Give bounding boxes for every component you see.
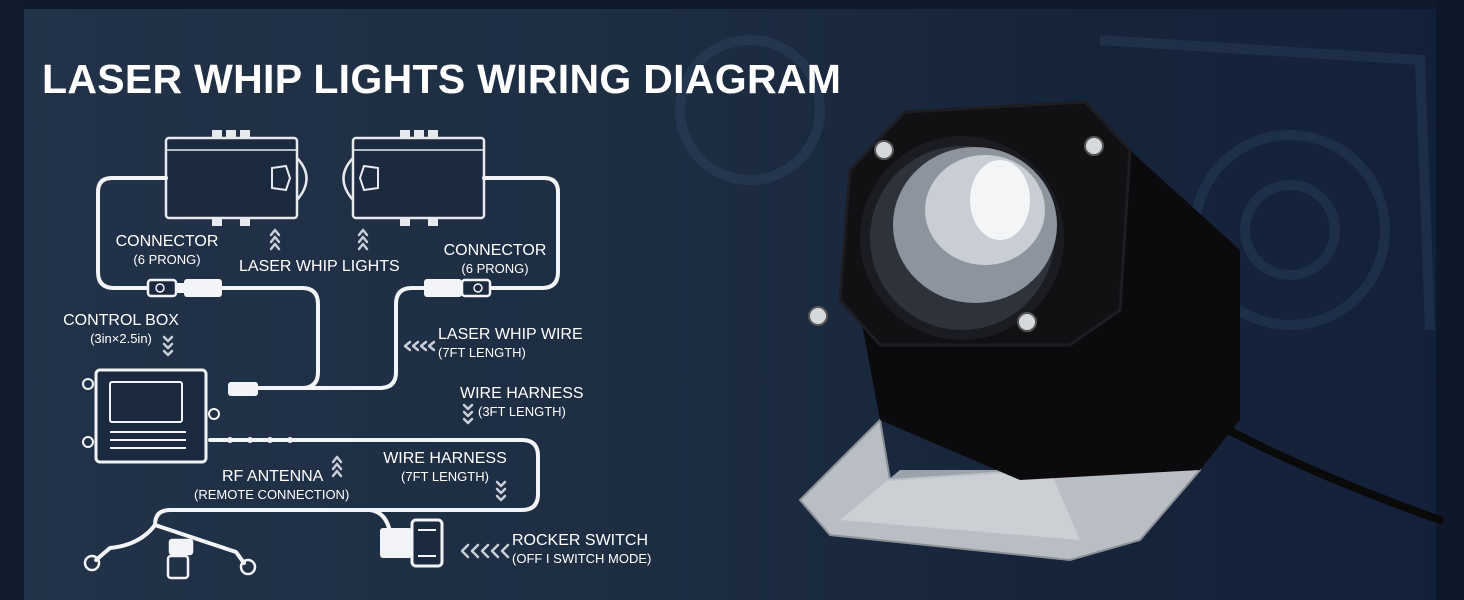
wires — [94, 176, 560, 565]
rocker-switch — [380, 518, 444, 568]
battery-terminals — [83, 538, 257, 580]
laser-whip-wire-length: (7FT LENGTH) — [438, 345, 526, 360]
connector-left — [146, 278, 222, 298]
connector-left-title: CONNECTOR — [115, 233, 219, 250]
laser-whip-wire-label: LASER WHIP WIRE (7FT LENGTH) — [438, 326, 583, 360]
rocker-switch-label: ROCKER SWITCH (OFF I SWITCH MODE) — [512, 532, 652, 566]
arrow-up-right-light — [357, 228, 369, 251]
rf-antenna-title: RF ANTENNA — [222, 468, 324, 485]
rf-antenna-label: RF ANTENNA (REMOTE CONNECTION) — [194, 468, 350, 502]
connector-right — [424, 278, 492, 298]
control-box-size: (3in×2.5in) — [90, 331, 152, 346]
arrow-left-laser-wire — [403, 340, 436, 352]
rocker-switch-title: ROCKER SWITCH — [512, 532, 648, 549]
wire-harness-3ft-label: WIRE HARNESS (3FT LENGTH) — [460, 385, 584, 419]
arrow-down-harness-7ft — [495, 480, 507, 502]
control-box — [82, 368, 293, 464]
connector-right-title: CONNECTOR — [443, 242, 547, 259]
rf-antenna-subtitle: (REMOTE CONNECTION) — [194, 487, 350, 502]
left-edge — [0, 0, 24, 600]
arrow-left-rocker — [460, 543, 510, 559]
wire-harness-7ft-title: WIRE HARNESS — [383, 450, 507, 467]
laser-whip-light-left — [164, 130, 308, 226]
rocker-switch-mode: (OFF I SWITCH MODE) — [512, 551, 652, 566]
arrows — [162, 228, 510, 559]
arrow-down-control-box — [162, 335, 174, 357]
product-light-image — [798, 100, 1444, 562]
wire-harness-3ft-title: WIRE HARNESS — [460, 385, 584, 402]
right-edge — [1436, 0, 1464, 600]
laser-whip-wire-title: LASER WHIP WIRE — [438, 326, 583, 343]
page-title: LASER WHIP LIGHTS WIRING DIAGRAM — [42, 56, 842, 102]
wire-harness-7ft-label: WIRE HARNESS (7FT LENGTH) — [378, 450, 512, 484]
wire-harness-3ft-length: (3FT LENGTH) — [478, 404, 566, 419]
wire-harness-7ft-length: (7FT LENGTH) — [401, 469, 489, 484]
arrow-up-left-light — [269, 228, 281, 251]
connector-right-subtitle: (6 PRONG) — [461, 261, 529, 276]
arrow-down-harness-3ft — [462, 403, 474, 425]
arrow-up-rf-antenna — [331, 455, 343, 478]
connector-left-subtitle: (6 PRONG) — [133, 252, 201, 267]
connector-left-label: CONNECTOR (6 PRONG) — [112, 233, 222, 267]
laser-whip-lights-label: LASER WHIP LIGHTS — [239, 258, 400, 275]
top-edge — [0, 0, 1464, 9]
control-box-title: CONTROL BOX — [63, 312, 179, 329]
laser-whip-light-right — [342, 130, 486, 226]
connector-right-label: CONNECTOR (6 PRONG) — [440, 242, 550, 276]
control-box-label: CONTROL BOX (3in×2.5in) — [58, 312, 184, 346]
